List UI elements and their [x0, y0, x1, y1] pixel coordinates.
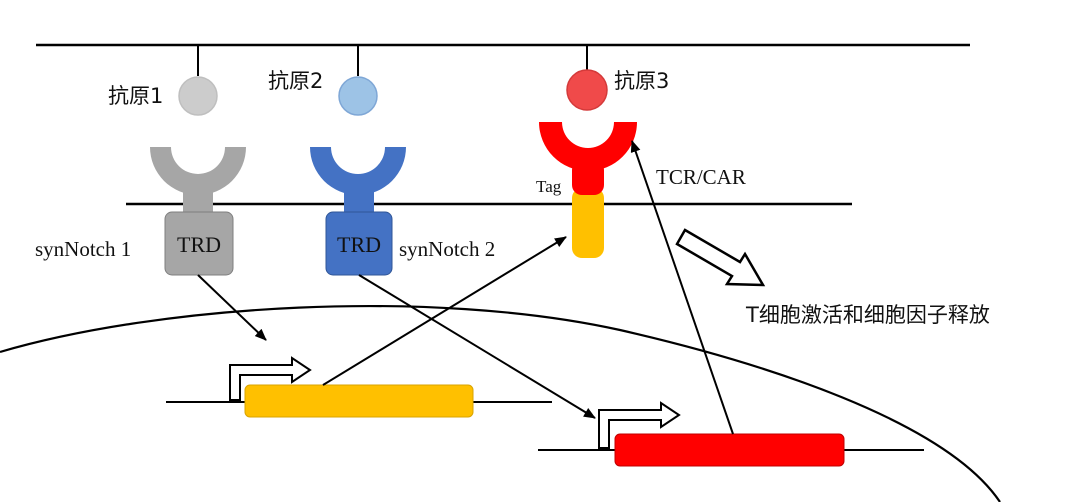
antigen-1: [178, 76, 218, 116]
synnotch-2-binding-cup: [310, 147, 406, 195]
tag-label: Tag: [536, 177, 562, 196]
arrow-gene2-to-tcr-car: [630, 140, 734, 435]
arrow-gene1-to-tag: [322, 236, 567, 386]
antigen-2: [338, 76, 378, 116]
antigen-3-label: 抗原3: [614, 69, 669, 93]
synnotch-1-receptor: TRD: [150, 147, 246, 276]
activation-outcome-label: T细胞激活和细胞因子释放: [745, 303, 990, 327]
tag-domain: [572, 188, 604, 258]
arrow-synnotch2-to-gene2: [358, 274, 596, 419]
tcr-car-binding-cup: [539, 122, 637, 171]
antigen-3: [566, 69, 608, 111]
synnotch-2-stalk: [344, 192, 374, 214]
synnotch-1-trd-label: TRD: [177, 232, 221, 257]
synnotch-2-label: synNotch 2: [399, 237, 495, 261]
gene-1-promoter-arrow: [229, 356, 312, 401]
gene-2-coding-region: [614, 433, 845, 467]
antigen-2-label: 抗原2: [268, 69, 323, 93]
activation-block-arrow: [675, 228, 766, 287]
tcr-car-label: TCR/CAR: [656, 165, 746, 189]
gene-1-coding-region: [244, 384, 474, 418]
gene-2-promoter-arrow: [598, 401, 681, 449]
tcr-car-receptor: [539, 122, 637, 258]
synnotch-2-trd-label: TRD: [337, 232, 381, 257]
tcr-car-stalk: [572, 160, 604, 195]
synnotch-1-label: synNotch 1: [35, 237, 131, 261]
synnotch-1-stalk: [183, 192, 213, 214]
nucleus-envelope: [0, 304, 1001, 502]
antigen-1-label: 抗原1: [108, 84, 163, 108]
arrow-synnotch1-to-gene1: [197, 274, 267, 341]
synnotch-1-binding-cup: [150, 147, 246, 195]
synnotch-2-receptor: TRD: [310, 147, 406, 276]
